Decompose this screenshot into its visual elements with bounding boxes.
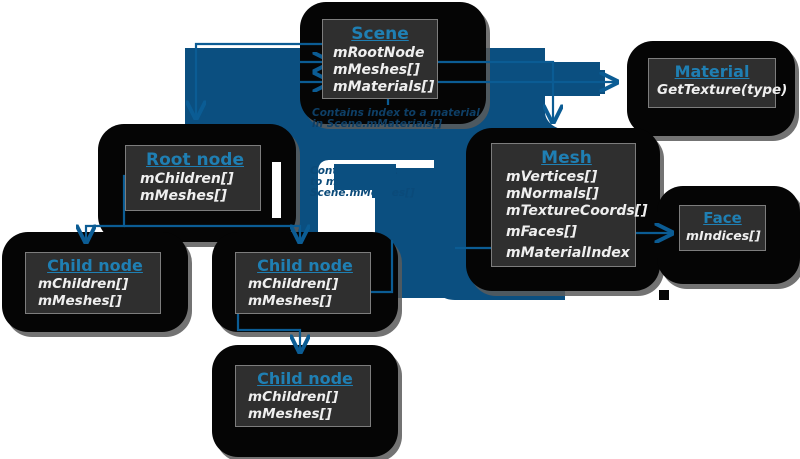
node-mesh-field-3: mFaces[] <box>506 224 577 240</box>
caption-occluder-2 <box>372 186 392 198</box>
node-material-title: Material <box>674 62 750 81</box>
node-material[interactable]: Material GetTexture(type) <box>648 58 788 108</box>
node-child-mid-field-1: mMeshes[] <box>248 293 332 309</box>
node-mesh[interactable]: Mesh mVertices[] mNormals[] mTextureCoor… <box>491 143 648 267</box>
node-mesh-field-0: mVertices[] <box>506 169 598 185</box>
node-scene-title: Scene <box>351 24 409 44</box>
node-child-bottom-field-0: mChildren[] <box>248 389 339 405</box>
caption-material-index: Contains index to a material in Scene.mM… <box>312 108 480 130</box>
node-root-node-title: Root node <box>146 150 244 170</box>
node-scene-field-2: mMaterials[] <box>333 79 435 95</box>
node-face-title: Face <box>703 209 742 227</box>
node-scene[interactable]: Scene mRootNode mMeshes[] mMaterials[] <box>322 19 438 99</box>
node-child-left-field-1: mMeshes[] <box>38 293 122 309</box>
node-scene-field-1: mMeshes[] <box>333 62 420 78</box>
node-material-field-0: GetTexture(type) <box>657 82 788 98</box>
artifact-white-notch <box>272 162 281 218</box>
node-mesh-field-4: mMaterialIndex <box>506 245 630 261</box>
caption-mesh-index: Contains index to mesh Scene.mMeshes[] <box>310 164 415 199</box>
node-child-bottom[interactable]: Child node mChildren[] mMeshes[] <box>235 365 371 427</box>
node-child-mid-field-0: mChildren[] <box>248 276 339 292</box>
node-child-left-field-0: mChildren[] <box>38 276 129 292</box>
node-mesh-title: Mesh <box>541 148 592 168</box>
node-child-bottom-field-1: mMeshes[] <box>248 406 332 422</box>
node-child-bottom-title: Child node <box>257 369 353 388</box>
caption-material-index-line-1: in Scene.mMaterials[] <box>312 118 443 130</box>
node-child-mid-title: Child node <box>257 256 353 275</box>
node-child-left-title: Child node <box>47 256 143 275</box>
node-mesh-field-2: mTextureCoords[] <box>506 203 648 219</box>
node-mesh-field-1: mNormals[] <box>506 186 599 202</box>
node-scene-field-0: mRootNode <box>333 45 425 61</box>
node-face-field-0: mIndices[] <box>686 228 761 243</box>
caption-occluder <box>334 164 396 190</box>
artifact-black-notch <box>659 290 669 300</box>
node-child-left[interactable]: Child node mChildren[] mMeshes[] <box>25 252 161 314</box>
node-root-node-field-1: mMeshes[] <box>140 188 227 204</box>
caption-material-index-line-0: Contains index to a material <box>312 107 480 119</box>
caption-mesh-index-line-2: Scene.mMeshes[] <box>310 187 415 199</box>
node-child-mid[interactable]: Child node mChildren[] mMeshes[] <box>235 252 371 314</box>
node-root-node[interactable]: Root node mChildren[] mMeshes[] <box>125 145 261 211</box>
node-root-node-field-0: mChildren[] <box>140 171 234 187</box>
caption-mesh-index-line-1: to mesh <box>310 176 358 188</box>
node-face[interactable]: Face mIndices[] <box>679 205 766 251</box>
